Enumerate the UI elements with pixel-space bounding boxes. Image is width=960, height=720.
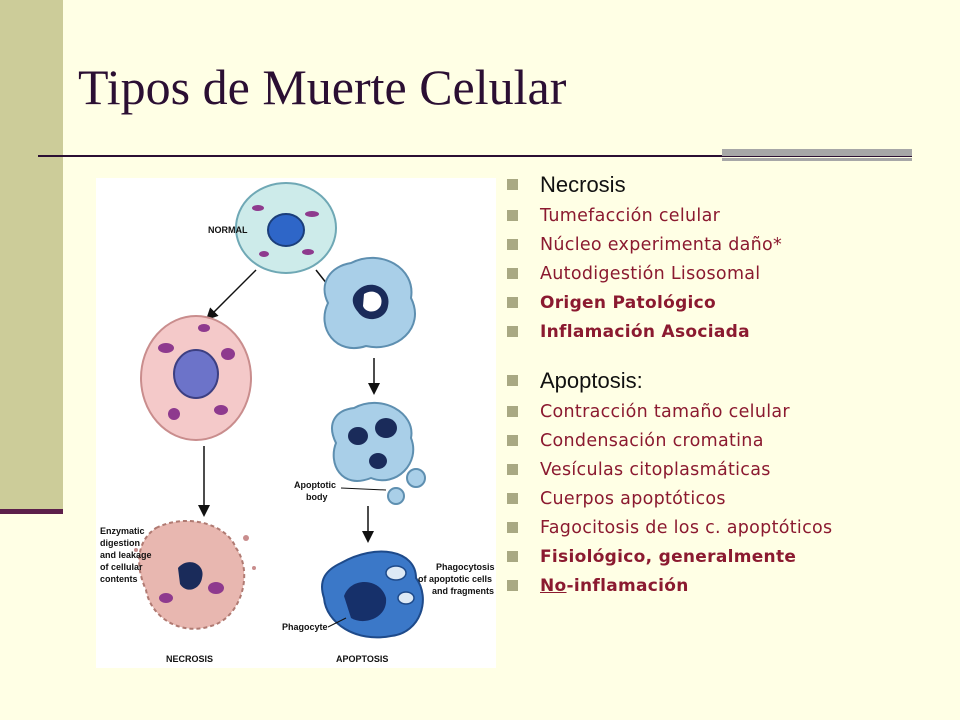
label-phago-1: Phagocytosis xyxy=(436,562,495,572)
title-divider xyxy=(38,155,912,157)
square-bullet-icon xyxy=(507,493,518,504)
square-bullet-icon xyxy=(507,375,518,386)
square-bullet-icon xyxy=(507,551,518,562)
shrinking-cell xyxy=(323,257,416,349)
side-decor-bar xyxy=(0,0,63,511)
label-enzymatic-1: Enzymatic xyxy=(100,526,145,536)
list-item: Inflamación Asociada xyxy=(505,317,945,346)
list-item: Núcleo experimenta daño* xyxy=(505,230,945,259)
square-bullet-icon xyxy=(507,406,518,417)
label-enzymatic-3: and leakage xyxy=(100,550,152,560)
list-item-apoptosis-heading: Apoptosis: xyxy=(505,364,945,397)
square-bullet-icon xyxy=(507,239,518,250)
normal-cell xyxy=(235,182,337,274)
label-apoptotic-body-1: Apoptotic xyxy=(294,480,336,490)
slide-title: Tipos de Muerte Celular xyxy=(78,59,567,115)
square-bullet-icon xyxy=(507,210,518,221)
bullet-list: Necrosis Tumefacción celular Núcleo expe… xyxy=(505,168,945,600)
phagocyte-cell xyxy=(321,550,424,639)
cell-death-illustration: NORMAL Apoptoti xyxy=(100,182,495,664)
list-item: Fisiológico, generalmente xyxy=(505,542,945,571)
list-item: Fagocitosis de los c. apoptóticos xyxy=(505,513,945,542)
swollen-cell xyxy=(140,315,252,441)
list-item: Autodigestión Lisosomal xyxy=(505,259,945,288)
label-phago-3: and fragments xyxy=(432,586,494,596)
side-decor-bar-cap xyxy=(0,509,63,514)
cell-death-diagram: NORMAL Apoptoti xyxy=(96,178,496,668)
apoptotic-bodies xyxy=(331,401,426,505)
list-item: No-inflamación xyxy=(505,571,945,600)
list-item: Tumefacción celular xyxy=(505,201,945,230)
label-apoptotic-body-2: body xyxy=(306,492,328,502)
label-enzymatic-2: digestion xyxy=(100,538,140,548)
underlined-no: No xyxy=(540,575,567,596)
square-bullet-icon xyxy=(507,326,518,337)
label-enzymatic-5: contents xyxy=(100,574,138,584)
square-bullet-icon xyxy=(507,297,518,308)
square-bullet-icon xyxy=(507,522,518,533)
square-bullet-icon xyxy=(507,179,518,190)
list-item: Vesículas citoplasmáticas xyxy=(505,455,945,484)
label-phago-2: of apoptotic cells xyxy=(418,574,492,584)
list-item-necrosis-heading: Necrosis xyxy=(505,168,945,201)
label-apoptosis: APOPTOSIS xyxy=(336,654,388,664)
label-necrosis: NECROSIS xyxy=(166,654,213,664)
title-divider-accent-lower xyxy=(722,158,912,161)
list-item: Cuerpos apoptóticos xyxy=(505,484,945,513)
title-divider-accent xyxy=(722,149,912,156)
list-item: Origen Patológico xyxy=(505,288,945,317)
label-phagocyte: Phagocyte xyxy=(282,622,328,632)
square-bullet-icon xyxy=(507,580,518,591)
label-normal: NORMAL xyxy=(208,225,248,235)
list-item: Condensación cromatina xyxy=(505,426,945,455)
ruptured-cell xyxy=(134,520,256,630)
square-bullet-icon xyxy=(507,268,518,279)
square-bullet-icon xyxy=(507,464,518,475)
inflamacion-suffix: -inflamación xyxy=(566,575,689,596)
list-item: Contracción tamaño celular xyxy=(505,397,945,426)
square-bullet-icon xyxy=(507,435,518,446)
label-enzymatic-4: of cellular xyxy=(100,562,143,572)
